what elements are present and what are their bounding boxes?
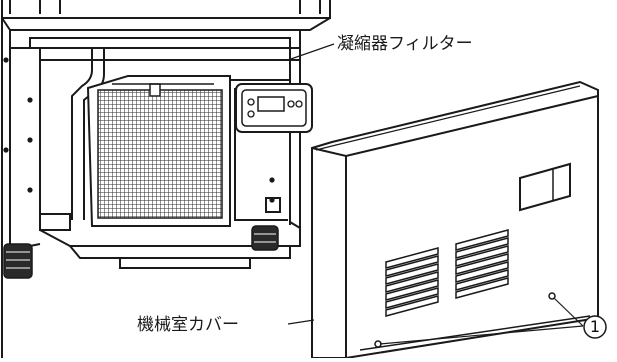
leveling-feet	[3, 225, 279, 279]
cover-screws	[374, 292, 556, 348]
marker-1-circle	[583, 315, 607, 339]
leader-lines	[287, 43, 584, 345]
control-panel	[235, 83, 313, 133]
unit-top-frame	[1, 0, 331, 49]
condenser-filter-label: 凝縮器フィルター	[337, 34, 473, 54]
cover-vent-right	[455, 229, 509, 299]
machine-room-cover-label: 機械室カバー	[137, 315, 239, 335]
machine-room-cover	[311, 80, 599, 359]
marker-1-label: 1	[589, 317, 601, 336]
left-side-panel	[1, 18, 300, 358]
cover-vent-left	[385, 247, 439, 317]
condenser-filter	[86, 75, 231, 227]
